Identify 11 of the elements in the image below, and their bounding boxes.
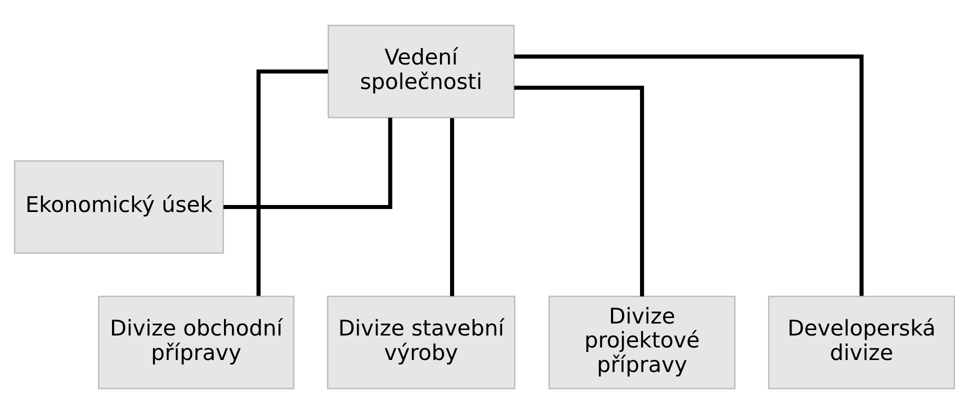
node-box: Vedení společnosti bbox=[328, 24, 515, 118]
connector bbox=[450, 118, 454, 296]
node-box: Ekonomický úsek bbox=[14, 160, 224, 254]
connector bbox=[223, 118, 392, 210]
node-box: Divize obchodní přípravy bbox=[98, 296, 294, 390]
node-box: Divize projektové přípravy bbox=[548, 296, 736, 390]
node-box: Developerská divize bbox=[768, 296, 956, 390]
connector bbox=[514, 54, 864, 296]
connector bbox=[256, 69, 328, 296]
node-box: Divize stavební výroby bbox=[326, 296, 516, 390]
connector bbox=[514, 86, 644, 296]
